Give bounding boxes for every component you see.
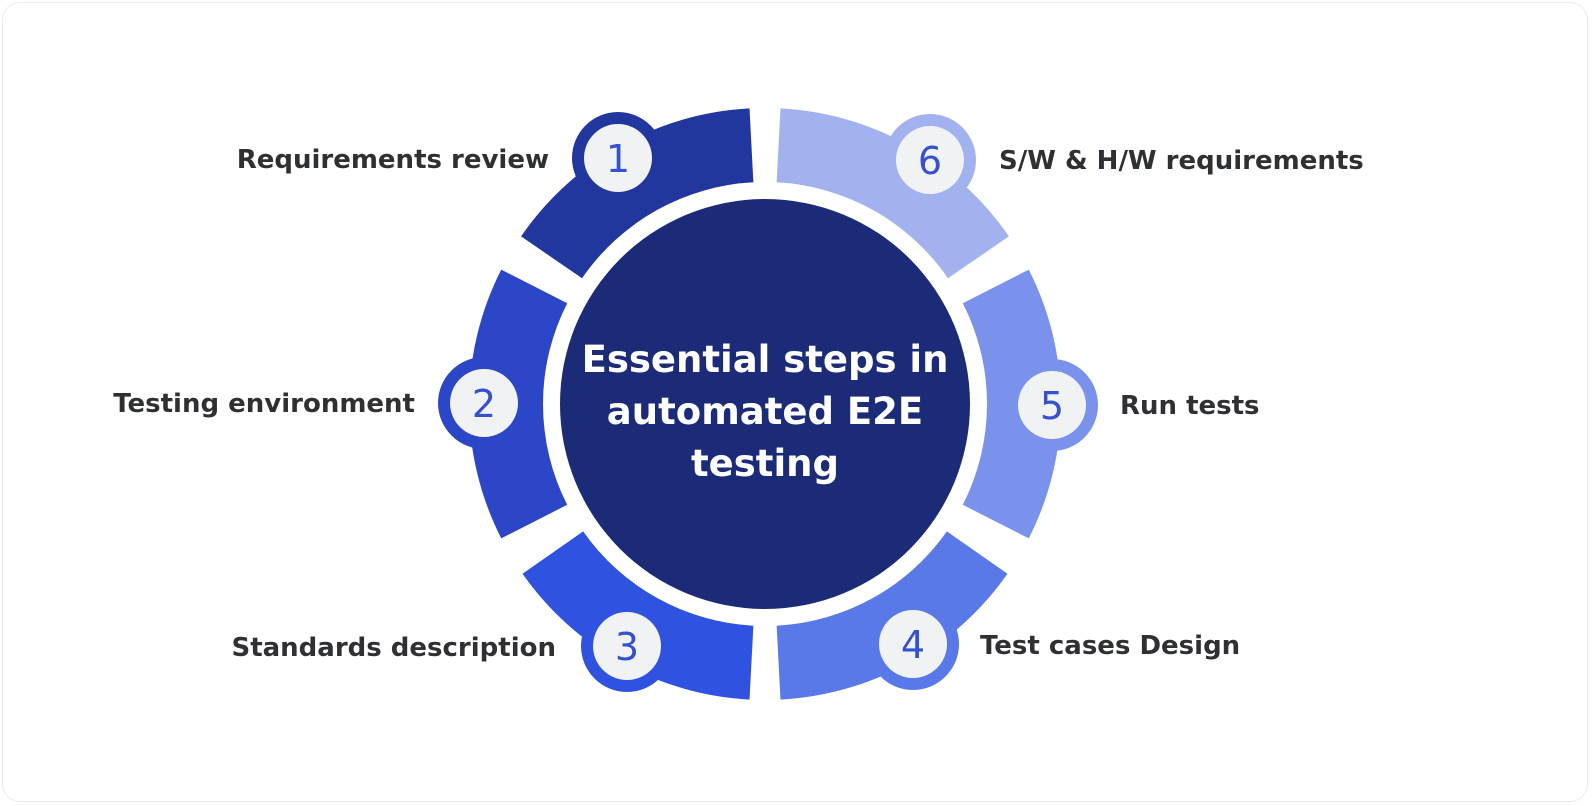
- step-label: Test cases Design: [980, 631, 1240, 661]
- step-number: 4: [901, 623, 925, 667]
- step-label: S/W & H/W requirements: [999, 146, 1364, 176]
- step-4: 4 Test cases Design: [867, 598, 1240, 690]
- step-number: 6: [918, 139, 942, 183]
- step-5: 5 Run tests: [1006, 359, 1260, 451]
- step-1: 1 Requirements review: [237, 112, 664, 204]
- step-badge: [584, 124, 652, 192]
- step-badge: [1018, 371, 1086, 439]
- step-label: Testing environment: [113, 389, 415, 419]
- step-label: Standards description: [231, 633, 556, 663]
- center-title-line-1: Essential steps in: [582, 338, 949, 381]
- segment-sw-hw-requirements: [776, 108, 1009, 279]
- step-badge: [593, 612, 661, 680]
- step-badge: [450, 369, 518, 437]
- step-label: Run tests: [1120, 391, 1260, 421]
- step-badge: [879, 610, 947, 678]
- step-number: 5: [1040, 384, 1064, 428]
- step-number: 1: [606, 137, 630, 181]
- center-circle: [560, 199, 970, 609]
- center-title-line-3: testing: [691, 442, 839, 485]
- step-label: Requirements review: [237, 145, 549, 175]
- center-title-line-2: automated E2E: [607, 390, 923, 433]
- step-number: 2: [472, 382, 496, 426]
- step-badge: [896, 126, 964, 194]
- step-number: 3: [615, 625, 639, 669]
- step-3: 3 Standards description: [231, 600, 673, 692]
- step-2: 2 Testing environment: [113, 357, 530, 449]
- step-6: 6 S/W & H/W requirements: [884, 114, 1364, 206]
